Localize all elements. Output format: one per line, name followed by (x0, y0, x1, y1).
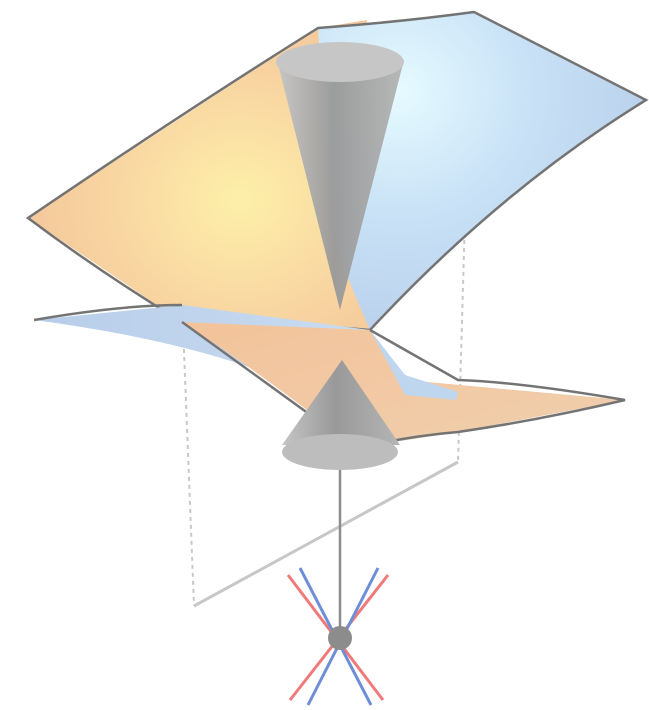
guide-dotted-left (183, 325, 194, 606)
guide-base-plane (194, 462, 458, 606)
upper-cone-rim (276, 42, 404, 82)
lower-cone-rim (282, 434, 398, 470)
intersection-point (328, 626, 352, 650)
degeneracy-point-group (288, 470, 388, 705)
